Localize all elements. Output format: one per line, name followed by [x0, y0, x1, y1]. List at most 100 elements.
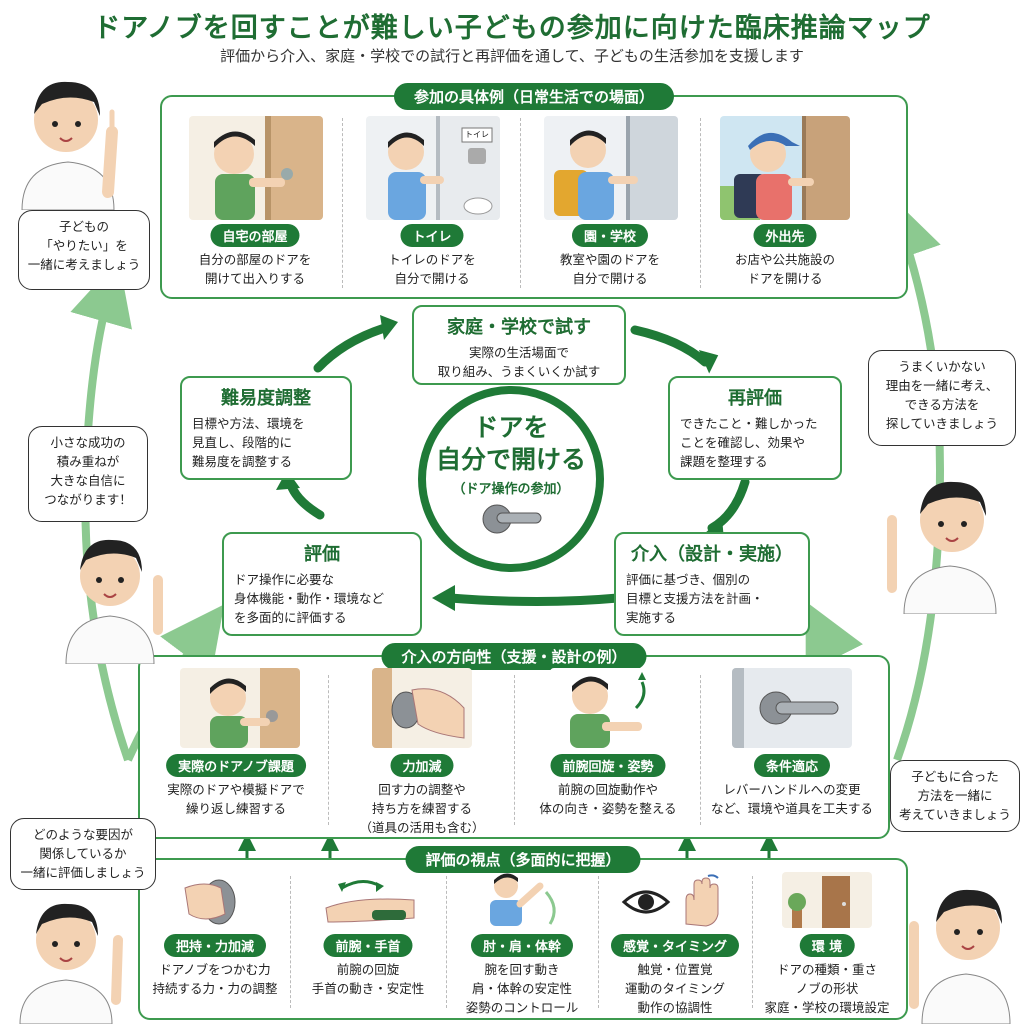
viewpoint-desc: 手首の動き・安定性: [311, 981, 425, 996]
participation-desc: 自分で開ける: [572, 271, 648, 286]
viewpoint-label: 把持・力加減: [163, 934, 267, 957]
bubble-line: 子どもの: [58, 219, 109, 234]
step-intervention: 介入（設計・実施） 評価に基づき、個別の 目標と支援方法を計画・ 実施する: [614, 532, 810, 636]
page-subtitle: 評価から介入、家庭・学校での試行と再評価を通して、子どもの生活参加を支援します: [220, 47, 804, 65]
participation-desc: 開けて出入りする: [204, 271, 305, 286]
center-goal-line2: 自分で開ける: [435, 445, 586, 474]
real-doorknob-illustration: [180, 668, 300, 748]
bubble-line: つながります！: [44, 492, 132, 507]
viewpoint-item-grip: 把持・力加減 ドアノブをつかむ力 持続する力・力の調整: [144, 872, 286, 1012]
step-desc: 課題を整理する: [680, 454, 768, 469]
step-trial: 家庭・学校で試す 実際の生活場面で 取り組み、うまくいくか試す: [412, 305, 626, 385]
viewpoint-desc: 前腕の回旋: [336, 962, 400, 977]
direction-desc: など、環境や道具を工夫する: [711, 801, 873, 816]
outside-door-illustration: [720, 116, 850, 220]
viewpoint-item-forearm: 前腕・手首 前腕の回旋 手首の動き・安定性: [294, 872, 442, 1012]
direction-title: 介入の方向性（支援・設計の例）: [381, 643, 647, 670]
step-reevaluation-title: 再評価: [728, 388, 782, 409]
therapist-illustration: [21, 81, 118, 210]
viewpoint-desc: 家庭・学校の環境設定: [764, 1000, 890, 1015]
viewpoint-label: 肘・肩・体幹: [470, 934, 574, 957]
step-desc: ことを確認し、効果や: [680, 435, 806, 450]
page-title: ドアノブを回すことが難しい子どもの参加に向けた臨床推論マップ: [93, 13, 931, 44]
step-desc: 身体機能・動作・環境など: [234, 591, 385, 606]
participation-item-outside: 外出先 お店や公共施設の ドアを開ける: [708, 112, 888, 292]
bubble-line: うまくいかない: [898, 359, 986, 374]
participation-desc: 自分の部屋のドアを: [198, 252, 312, 267]
speech-bubble-mid-left: 小さな成功の 積み重ねが 大きな自信に つながります！: [28, 426, 148, 522]
participation-item-school: 園・学校 教室や園のドアを 自分で開ける: [530, 112, 690, 292]
bubble-line: 考えていきましょう: [899, 807, 1011, 822]
outer-arrow-right: [880, 194, 945, 762]
participation-item-toilet: トイレ トイレ トイレのドアを 自分で開ける: [352, 112, 512, 292]
participation-label: 外出先: [753, 224, 817, 247]
direction-item-condition: 条件適応 レバーハンドルへの変更 など、環境や道具を工夫する: [706, 668, 878, 828]
step-desc: 目標と支援方法を計画・: [626, 591, 764, 606]
step-desc: を多面的に評価する: [234, 610, 347, 625]
step-desc: 取り組み、うまくいくか試す: [437, 364, 601, 379]
participation-desc: ドアを開ける: [747, 271, 823, 286]
participation-desc: 教室や園のドアを: [559, 252, 660, 267]
viewpoint-desc: ノブの形状: [795, 981, 859, 996]
bubble-line: 小さな成功の: [50, 435, 126, 450]
school-door-illustration: [544, 116, 678, 220]
participation-title: 参加の具体例（日常生活での場面）: [393, 83, 675, 110]
direction-label: 条件適応: [753, 754, 831, 777]
participation-label: 自宅の部屋: [210, 224, 300, 247]
viewpoint-label: 前腕・手首: [323, 934, 413, 957]
direction-desc: 持ち方を練習する: [371, 801, 472, 816]
step-desc: できたこと・難しかった: [680, 416, 818, 431]
viewpoint-desc: ドアの種類・重さ: [776, 962, 877, 977]
participation-desc: トイレのドアを: [388, 252, 476, 267]
wrist-rotation-icon: [325, 880, 415, 923]
lever-handle-illustration: [732, 668, 852, 748]
forearm-rotation-illustration: [550, 668, 666, 748]
bubble-line: 関係しているか: [39, 846, 127, 861]
participation-desc: 自分で開ける: [394, 271, 470, 286]
step-evaluation: 評価 ドア操作に必要な 身体機能・動作・環境など を多面的に評価する: [222, 532, 422, 636]
direction-desc: 繰り返し練習する: [185, 801, 286, 816]
bubble-line: できる方法を: [904, 397, 980, 412]
eye-hand-icon: [621, 874, 719, 927]
step-evaluation-title: 評価: [304, 544, 340, 565]
viewpoint-desc: 腕を回す動き: [484, 962, 560, 977]
bubble-line: 一緒に考えましょう: [27, 257, 141, 272]
direction-desc: レバーハンドルへの変更: [723, 782, 861, 797]
bubble-line: 積み重ねが: [56, 454, 120, 469]
viewpoint-item-environment: 環 境 ドアの種類・重さ ノブの形状 家庭・学校の環境設定: [754, 872, 900, 1015]
viewpoint-desc: 肩・体幹の安定性: [471, 981, 572, 996]
viewpoint-label: 環 境: [799, 934, 855, 957]
step-intervention-title: 介入（設計・実施）: [631, 544, 793, 565]
viewpoint-desc: 持続する力・力の調整: [152, 981, 278, 996]
direction-desc: 実際のドアや模擬ドアで: [167, 782, 305, 797]
center-goal-line3: （ドア操作の参加）: [452, 482, 570, 497]
direction-desc: （道具の活用も含む）: [359, 820, 485, 835]
viewpoint-item-sensory: 感覚・タイミング 触覚・位置覚 運動のタイミング 動作の協調性: [600, 872, 750, 1015]
room-door-icon: [782, 872, 872, 928]
therapist-illustration: [19, 903, 123, 1024]
direction-desc: 前腕の回旋動作や: [557, 782, 658, 797]
step-desc: 難易度を調整する: [192, 454, 293, 469]
child-reaching-icon: [490, 873, 556, 926]
step-reevaluation: 再評価 できたこと・難しかった ことを確認し、効果や 課題を整理する: [668, 376, 842, 480]
bubble-line: 子どもに合った: [911, 769, 999, 784]
viewpoint-desc: 運動のタイミング: [624, 981, 725, 996]
step-trial-title: 家庭・学校で試す: [447, 317, 591, 338]
direction-label: 前腕回旋・姿勢: [550, 754, 666, 777]
therapist-illustration: [909, 889, 1011, 1024]
direction-label: 力加減: [390, 754, 454, 777]
bubble-line: 探していきましょう: [885, 416, 999, 431]
step-desc: 実施する: [626, 610, 677, 625]
viewpoints-title: 評価の視点（多面的に把握）: [405, 846, 641, 873]
toilet-sign: トイレ: [465, 130, 489, 139]
viewpoint-label: 感覚・タイミング: [610, 934, 740, 957]
speech-bubble-mid-right: うまくいかない 理由を一緒に考え、 できる方法を 探していきましょう: [868, 350, 1016, 446]
step-desc: 評価に基づき、個別の: [626, 572, 751, 587]
toilet-door-illustration: トイレ: [366, 116, 500, 220]
center-goal-circle: ドアを 自分で開ける （ドア操作の参加）: [418, 386, 604, 572]
grip-knob-illustration: [372, 668, 472, 748]
step-desc: 目標や方法、環境を: [192, 416, 305, 431]
viewpoint-desc: 触覚・位置覚: [637, 962, 713, 977]
bubble-line: 方法を一緒に: [917, 788, 993, 803]
step-desc: 実際の生活場面で: [468, 345, 569, 360]
